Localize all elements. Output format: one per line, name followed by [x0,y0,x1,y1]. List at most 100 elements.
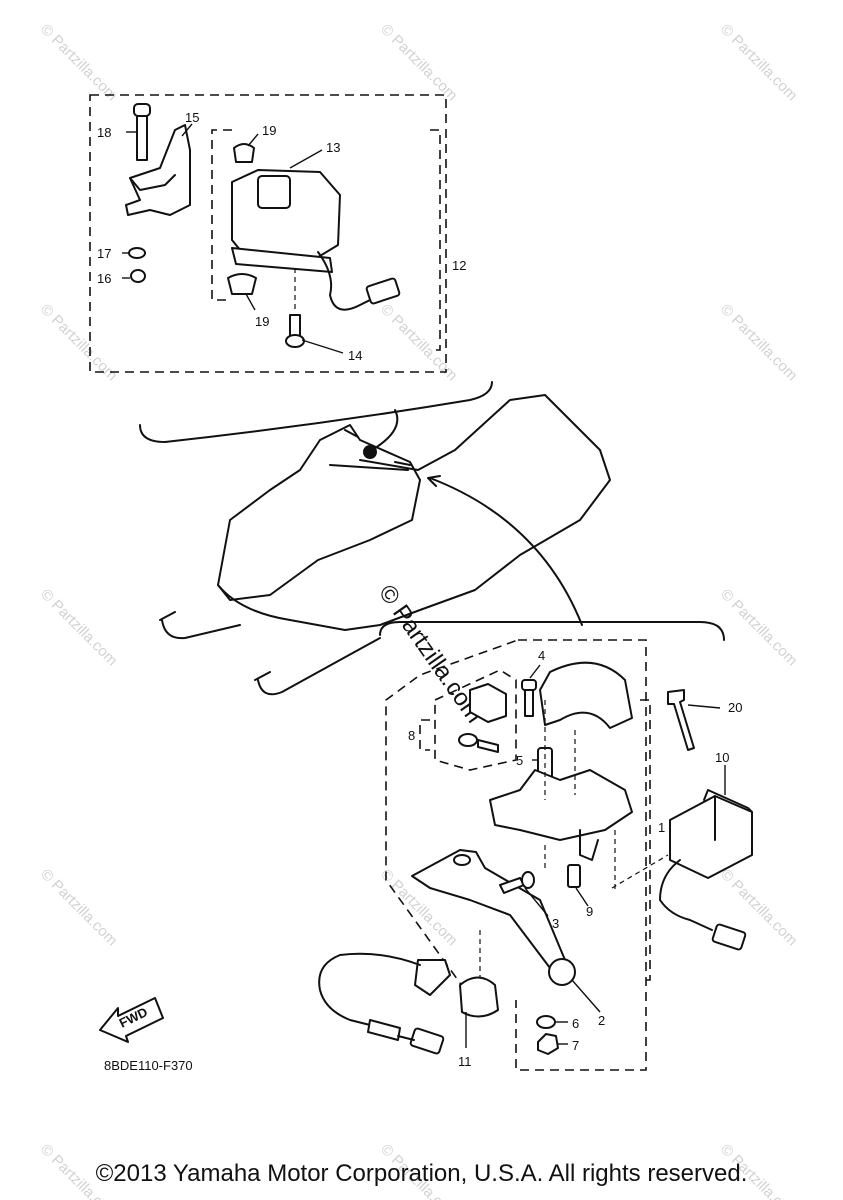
screw-head [285,334,305,348]
leader-13 [289,149,323,169]
watermark-small: © Partzilla.com [37,866,120,949]
callout-8: 8 [408,728,415,743]
fwd-arrow-shape [99,997,164,1043]
lower-brake-lever-assembly: 4 20 8 10 5 1 9 3 2 6 7 11 [318,639,753,1071]
seat [359,394,611,626]
relay-top [703,789,753,841]
callout-20: 20 [728,700,742,715]
bracket-12 [430,129,441,351]
ski-left [159,611,241,640]
nut [130,269,146,283]
diagram-code: 8BDE110-F370 [104,1058,193,1073]
leader-14 [301,339,344,354]
assembly-frame [385,639,647,1071]
snowmobile-outline [159,394,611,696]
callout-9: 9 [586,904,593,919]
inset-throttle-case-assembly: 18 15 19 13 17 16 12 19 14 [89,94,466,373]
lever-ball [548,958,576,986]
grommet-bottom [227,273,257,295]
callout-19: 19 [262,123,276,138]
bolt-head [133,103,151,117]
callout-13: 13 [326,140,340,155]
nut-7 [537,1033,559,1055]
harness-connector [409,1027,445,1055]
watermark-small: © Partzilla.com [717,586,800,669]
callout-1: 1 [658,820,665,835]
handlebar-marks [344,429,411,466]
leader-20 [687,704,721,709]
screw-3-head [521,871,535,889]
callout-17: 17 [97,246,111,261]
location-dot [363,445,377,459]
pointer-arrowhead [427,475,441,487]
watermark-small: © Partzilla.com [377,21,460,104]
harness-wire [397,1035,415,1041]
upper-curve [139,381,493,443]
callout-16: 16 [97,271,111,286]
callout-14: 14 [348,348,362,363]
leader-19b [245,293,256,311]
bolt-4-shank [524,689,534,717]
case-base [231,247,333,273]
callout-18: 18 [97,125,111,140]
lower-curve [379,621,725,641]
windshield-edge [329,464,409,471]
guide-relay [611,854,669,889]
bracket-8 [419,719,430,751]
bracket-edge [129,174,176,191]
inset-frame [89,94,447,373]
watermark-small: © Partzilla.com [37,21,120,104]
bracket [125,124,191,216]
harness-sleeve [367,1019,401,1041]
relay-plug [711,923,747,951]
lever-pivot [453,854,471,866]
leader-9 [575,887,589,907]
brake-switch [459,976,499,1018]
callout-11: 11 [458,1054,472,1069]
watermark-small: © Partzilla.com [37,586,120,669]
case-connector [365,277,401,305]
grommet-top [233,143,255,163]
separator-dash [211,129,232,301]
copyright-notice: ©2013 Yamaha Motor Corporation, U.S.A. A… [95,1160,748,1187]
leader-2 [571,979,601,1013]
watermark-small: © Partzilla.com [37,301,120,384]
callout-5: 5 [516,753,523,768]
lever-holder [489,769,633,841]
callout-7: 7 [572,1038,579,1053]
callout-4: 4 [538,648,545,663]
washer-6 [536,1015,556,1029]
callout-6: 6 [572,1016,579,1031]
callout-2: 2 [598,1013,605,1028]
watermark-small: © Partzilla.com [717,21,800,104]
subframe-8 [434,669,517,771]
leader-3 [524,887,549,917]
switch-harness [318,952,421,1026]
bolt-shank [136,115,148,161]
bracket-1 [640,699,651,981]
switch-pin [458,733,478,747]
watermark-small: © Partzilla.com [717,301,800,384]
callout-15: 15 [185,110,199,125]
switch-pin-shaft [477,739,499,753]
ski-right [254,637,381,696]
relay-connector [669,795,753,879]
holder-tab [579,829,599,861]
relay-cable [659,859,713,931]
cable-tie [667,689,695,751]
pointer-line-bottom [429,477,583,626]
callout-10: 10 [715,750,729,765]
bolt-9 [567,864,581,888]
callout-3: 3 [552,916,559,931]
hood-lower [217,584,381,631]
callout-19: 19 [255,314,269,329]
leader-19a [247,133,259,147]
washer [128,247,146,259]
callout-12: 12 [452,258,466,273]
leader-4 [529,664,541,679]
brake-switch-body [414,959,451,996]
bolt-4-head [521,679,537,691]
pointer-line-top [371,409,399,451]
case-button [257,175,291,209]
